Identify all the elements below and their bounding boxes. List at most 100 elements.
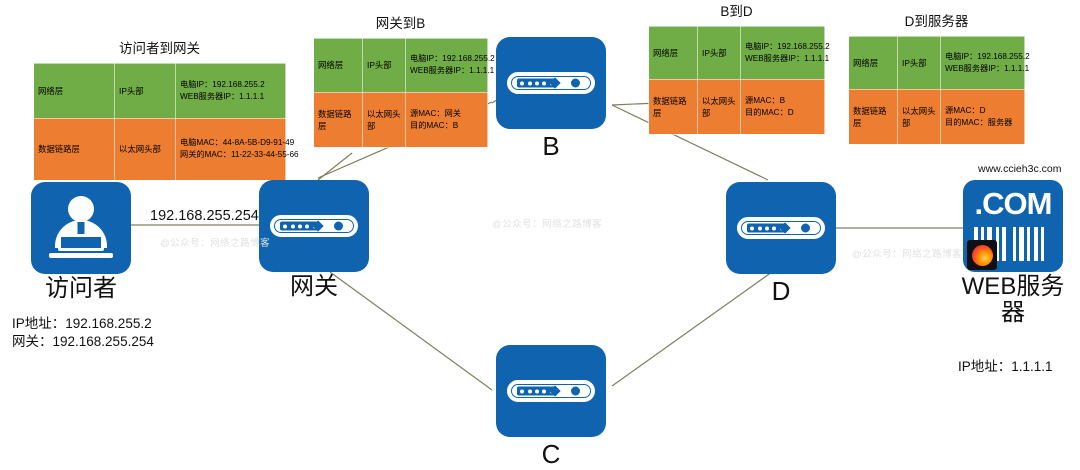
- cell-header-name: IP头部: [897, 35, 941, 90]
- laptop-base-shape: [49, 253, 113, 258]
- router-faceplate-shape: [737, 217, 825, 239]
- cell-line: 电脑IP：192.168.255.2: [945, 51, 1030, 61]
- router-faceplate-shape: [507, 72, 595, 94]
- cell-line: 目的MAC：B: [410, 120, 459, 130]
- table-row-network-layer: 网络层 IP头部 电脑IP：192.168.255.2 WEB服务器IP：1.1…: [313, 37, 495, 93]
- cell-layer-name: 数据链路层: [33, 117, 115, 181]
- watermark: @公众号：网络之路博客: [492, 219, 603, 230]
- node-gateway[interactable]: 网关: [259, 180, 369, 300]
- leader-table-2: [317, 152, 353, 181]
- node-c[interactable]: C: [496, 345, 606, 469]
- cell-layer-name: 网络层: [648, 25, 698, 80]
- router-icon: [496, 37, 606, 129]
- cell-header-content: 源MAC：网关 目的MAC：B: [405, 91, 488, 148]
- packet-table-caption: B到D: [720, 4, 753, 19]
- node-b-label: B: [542, 131, 560, 161]
- cell-layer-name: 数据链路层: [313, 91, 363, 148]
- router-faceplate-shape: [507, 380, 595, 402]
- node-web-server[interactable]: .COM WEB服务器: [962, 180, 1064, 326]
- cell-header-content: 源MAC：B 目的MAC：D: [740, 78, 825, 135]
- cell-line: 源MAC：B: [745, 95, 786, 105]
- table-row-link-layer: 数据链路层 以太网头部 源MAC：D 目的MAC：服务器: [848, 88, 1025, 145]
- router-circle-indicator: [571, 78, 580, 88]
- node-d-label: D: [771, 276, 791, 306]
- dot-com-barcode-icon: .COM: [963, 180, 1063, 272]
- watermark: @公众号：网络之路博客: [160, 238, 271, 249]
- table-row-link-layer: 数据链路层 以太网头部 源MAC：B 目的MAC：D: [648, 78, 825, 135]
- cell-line: WEB服务器IP：1.1.1.1: [945, 63, 1030, 73]
- cell-line: 目的MAC：服务器: [945, 117, 1013, 127]
- cell-layer-name: 数据链路层: [848, 88, 898, 145]
- router-icon: [496, 345, 606, 437]
- packet-table: 网络层 IP头部 电脑IP：192.168.255.2 WEB服务器IP：1.1…: [848, 35, 1030, 145]
- cell-line: 源MAC：D: [945, 105, 986, 115]
- table-row-link-layer: 数据链路层 以太网头部 电脑MAC：44-8A-5B-D9-91-49 网关的M…: [33, 117, 299, 181]
- person-laptop-icon: [31, 182, 131, 274]
- cell-header-name: IP头部: [114, 62, 176, 119]
- cell-line: WEB服务器IP：1.1.1.1: [180, 91, 265, 101]
- cell-header-content: 电脑MAC：44-8A-5B-D9-91-49 网关的MAC：11-22-33-…: [175, 117, 299, 181]
- node-visitor[interactable]: 访问者: [31, 182, 131, 302]
- cell-line: 电脑MAC：44-8A-5B-D9-91-49: [180, 138, 295, 148]
- cell-header-name: 以太网头部: [362, 91, 406, 148]
- cell-header-name: 以太网头部: [114, 117, 176, 181]
- table-row-network-layer: 网络层 IP头部 电脑IP：192.168.255.2 WEB服务器IP：1.1…: [648, 25, 830, 80]
- person-head-shape: [68, 196, 94, 222]
- cell-line: 电脑IP：192.168.255.2: [745, 41, 830, 51]
- cell-header-name: IP头部: [362, 37, 406, 93]
- cell-header-content: 电脑IP：192.168.255.2 WEB服务器IP：1.1.1.1: [405, 37, 495, 93]
- packet-table-gateway-to-b: 网关到B 网络层 IP头部 电脑IP：192.168.255.2 WEB服务器I…: [313, 16, 495, 148]
- link-gateway-c: [329, 271, 493, 391]
- cell-layer-name: 网络层: [313, 37, 363, 93]
- table-row-network-layer: 网络层 IP头部 电脑IP：192.168.255.2 WEB服务器IP：1.1…: [33, 62, 286, 119]
- cell-layer-name: 数据链路层: [648, 78, 698, 135]
- packet-table: 网络层 IP头部 电脑IP：192.168.255.2 WEB服务器IP：1.1…: [33, 62, 299, 181]
- router-faceplate-shape: [270, 215, 358, 237]
- node-d[interactable]: D: [726, 182, 836, 306]
- cell-line: 目的MAC：D: [745, 107, 794, 117]
- cell-line: 网关的MAC：11-22-33-44-55-66: [180, 150, 299, 160]
- link-label-gateway-ip: 192.168.255.254: [150, 208, 259, 224]
- node-visitor-label: 访问者: [45, 275, 117, 302]
- watermark: @公众号：网络之路博客: [852, 249, 963, 260]
- router-icon: [726, 182, 836, 274]
- cell-header-content: 源MAC：D 目的MAC：服务器: [940, 88, 1025, 145]
- node-b[interactable]: B: [496, 37, 606, 161]
- packet-table-d-to-server: D到服务器 网络层 IP头部 电脑IP：192.168.255.2 WEB服务器…: [848, 14, 1030, 145]
- cell-header-name: IP头部: [697, 25, 741, 80]
- cell-header-content: 电脑IP：192.168.255.2 WEB服务器IP：1.1.1.1: [940, 35, 1030, 90]
- router-circle-indicator: [801, 223, 810, 233]
- cell-line: WEB服务器IP：1.1.1.1: [745, 53, 830, 63]
- cell-header-content: 电脑IP：192.168.255.2 WEB服务器IP：1.1.1.1: [175, 62, 286, 119]
- node-web-server-label: WEB服务器: [961, 273, 1065, 327]
- table-row-network-layer: 网络层 IP头部 电脑IP：192.168.255.2 WEB服务器IP：1.1…: [848, 35, 1030, 90]
- cell-layer-name: 网络层: [33, 62, 115, 119]
- packet-table: 网络层 IP头部 电脑IP：192.168.255.2 WEB服务器IP：1.1…: [313, 37, 495, 148]
- router-icon: [259, 180, 369, 272]
- router-circle-indicator: [571, 386, 580, 396]
- packet-table: 网络层 IP头部 电脑IP：192.168.255.2 WEB服务器IP：1.1…: [648, 25, 830, 135]
- router-circle-indicator: [334, 221, 343, 231]
- packet-table-visitor-to-gateway: 访问者到网关 网络层 IP头部 电脑IP：192.168.255.2 WEB服务…: [33, 41, 299, 181]
- packet-table-b-to-d: B到D 网络层 IP头部 电脑IP：192.168.255.2 WEB服务器IP…: [648, 4, 830, 135]
- packet-table-caption: 访问者到网关: [119, 41, 200, 56]
- visitor-ip-address: IP地址：192.168.255.2: [12, 316, 152, 331]
- table-row-link-layer: 数据链路层 以太网头部 源MAC：网关 目的MAC：B: [313, 91, 488, 148]
- cell-line: 电脑IP：192.168.255.2: [180, 79, 265, 89]
- server-ip-address: IP地址：1.1.1.1: [958, 359, 1053, 374]
- cell-line: 电脑IP：192.168.255.2: [410, 54, 495, 64]
- packet-table-caption: 网关到B: [375, 16, 426, 31]
- node-c-label: C: [541, 439, 561, 469]
- server-url-text: www.ccieh3c.com: [978, 163, 1062, 175]
- cell-line: WEB服务器IP：1.1.1.1: [410, 66, 495, 76]
- person-tie-shape: [77, 222, 85, 244]
- dot-com-text-shape: .COM: [974, 186, 1053, 221]
- packet-table-caption: D到服务器: [904, 14, 969, 29]
- cell-header-name: 以太网头部: [697, 78, 741, 135]
- cell-layer-name: 网络层: [848, 35, 898, 90]
- link-c-d: [611, 271, 773, 387]
- cell-header-name: 以太网头部: [897, 88, 941, 145]
- laptop-screen-shape: [58, 234, 104, 251]
- node-gateway-label: 网关: [290, 273, 338, 300]
